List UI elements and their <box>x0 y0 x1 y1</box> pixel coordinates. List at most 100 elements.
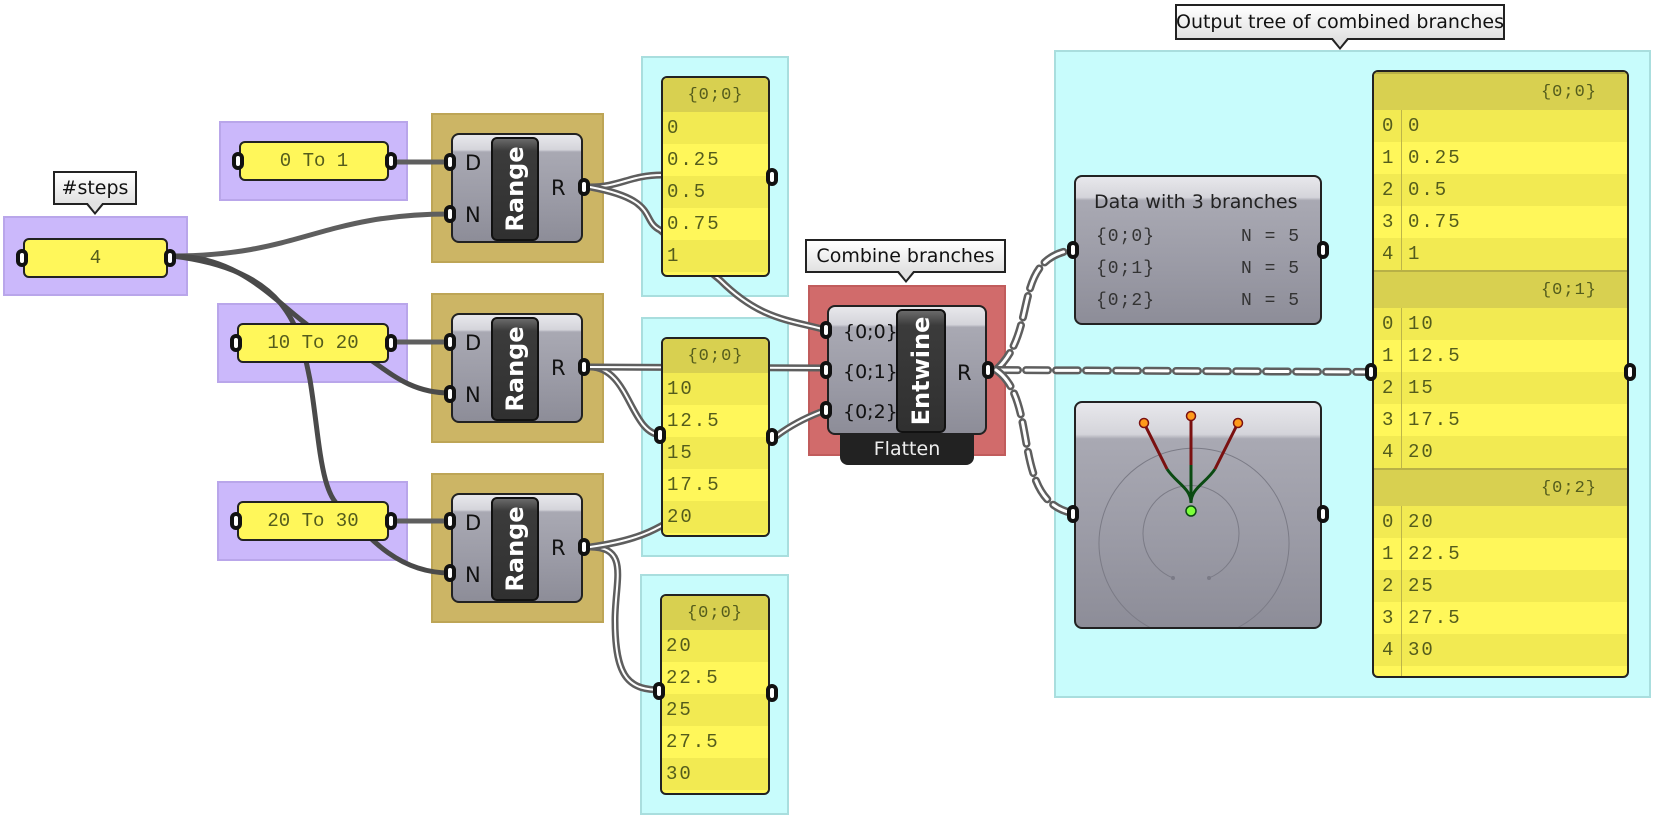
wire-range1-to-panel1 <box>586 171 666 191</box>
entwine-component[interactable]: {0;0} {0;1} {0;2} Entwine R <box>827 305 987 435</box>
range3-panel[interactable]: {0;0} 20 22.5 25 27.5 30 <box>660 594 770 795</box>
range1-component[interactable]: D N Range R <box>451 133 583 243</box>
entwine-grip-2[interactable] <box>820 401 832 419</box>
domain1-output-grip[interactable] <box>385 152 397 170</box>
range2-panel[interactable]: {0;0} 10 12.5 15 17.5 20 <box>661 337 770 537</box>
range2-output-r: R <box>551 356 566 380</box>
entwine-nickname: Entwine <box>896 309 946 433</box>
range1-nickname: Range <box>491 137 539 241</box>
panel2-output-grip[interactable] <box>766 428 778 446</box>
panel-row: 12.5 <box>667 410 721 432</box>
range2-input-n: N <box>465 383 481 407</box>
panel-row: 30 <box>662 758 768 790</box>
output-tree-callout-text: Output tree of combined branches <box>1175 11 1505 33</box>
range1-grip-r[interactable] <box>578 178 590 196</box>
range1-panel[interactable]: {0;0} 0 0.25 0.5 0.75 1 <box>661 76 770 277</box>
panel-row: 0.25 <box>667 149 721 171</box>
range3-nickname: Range <box>491 497 539 601</box>
tree-stems <box>1142 416 1240 504</box>
flatten-text: Flatten <box>873 438 941 460</box>
param-viewer-branch: {0;0}N = 5 <box>1096 227 1300 247</box>
range1-input-d: D <box>465 151 482 175</box>
flatten-flag: Flatten <box>840 433 974 465</box>
entwine-input-1: {0;1} <box>843 361 898 383</box>
panel-header: {0;0} <box>663 78 768 112</box>
tree-leaf <box>1232 417 1244 429</box>
panel-row: 27.5 <box>666 731 720 753</box>
branch-header: {0;0} <box>1374 72 1627 110</box>
steps-callout: #steps <box>53 171 137 215</box>
param-viewer[interactable]: Data with 3 branches {0;0}N = 5 {0;1}N =… <box>1074 175 1322 325</box>
panel-header: {0;0} <box>662 596 768 630</box>
domain3-input-grip[interactable] <box>230 512 242 530</box>
panel2-input-grip[interactable] <box>654 426 666 444</box>
panel-row: 17.5 <box>667 474 721 496</box>
range1-grip-d[interactable] <box>444 153 456 171</box>
domain2-input-grip[interactable] <box>230 334 242 352</box>
panel3-output-grip[interactable] <box>766 684 778 702</box>
param-viewer-branch: {0;1}N = 5 <box>1096 259 1300 279</box>
steps-slider[interactable]: 4 <box>23 238 168 278</box>
domain1-input-grip[interactable] <box>232 152 244 170</box>
domain2-output-grip[interactable] <box>385 334 397 352</box>
param-viewer-output-grip[interactable] <box>1317 241 1329 259</box>
wire-entwine-to-tree-viewer <box>992 366 1076 517</box>
domain1-value: 0 To 1 <box>279 150 349 172</box>
panel3-input-grip[interactable] <box>653 682 665 700</box>
steps-input-grip[interactable] <box>16 249 28 267</box>
range1-grip-n[interactable] <box>444 205 456 223</box>
entwine-grip-r[interactable] <box>982 361 994 379</box>
range3-input-n: N <box>465 563 481 587</box>
range2-input-d: D <box>465 331 482 355</box>
wire-range2-to-panel2 <box>586 363 666 439</box>
domain1-slider[interactable]: 0 To 1 <box>239 141 389 181</box>
domain2-slider[interactable]: 10 To 20 <box>237 323 389 363</box>
output-panel-input-grip[interactable] <box>1365 363 1377 381</box>
output-panel-output-grip[interactable] <box>1624 363 1636 381</box>
range2-grip-n[interactable] <box>444 385 456 403</box>
range3-component[interactable]: D N Range R <box>451 493 583 603</box>
entwine-grip-1[interactable] <box>820 361 832 379</box>
range3-grip-r[interactable] <box>578 538 590 556</box>
panel-row: 1 <box>663 240 768 272</box>
output-tree-callout: Output tree of combined branches <box>1175 4 1505 50</box>
entwine-grip-0[interactable] <box>820 321 832 339</box>
panel-row: 0.75 <box>667 213 721 235</box>
tree-viewer-output-grip[interactable] <box>1317 505 1329 523</box>
tree-viewer[interactable] <box>1074 401 1322 629</box>
domain3-slider[interactable]: 20 To 30 <box>237 501 389 541</box>
wire-steps-to-range1 <box>169 211 453 259</box>
tree-leaf <box>1185 410 1197 422</box>
param-viewer-title: Data with 3 branches <box>1094 191 1298 213</box>
steps-output-grip[interactable] <box>164 249 176 267</box>
range2-grip-r[interactable] <box>578 358 590 376</box>
tree-viewer-input-grip[interactable] <box>1067 505 1079 523</box>
panel-header: {0;0} <box>663 339 768 373</box>
domain3-output-grip[interactable] <box>385 512 397 530</box>
range3-grip-d[interactable] <box>444 512 456 530</box>
range3-grip-n[interactable] <box>444 564 456 582</box>
domain2-value: 10 To 20 <box>267 332 359 354</box>
tree-diagram <box>1098 410 1290 627</box>
steps-callout-text: #steps <box>61 177 129 199</box>
range2-grip-d[interactable] <box>444 333 456 351</box>
param-viewer-input-grip[interactable] <box>1067 241 1079 259</box>
panel1-output-grip[interactable] <box>766 168 778 186</box>
range2-component[interactable]: D N Range R <box>451 313 583 423</box>
tree-leaf <box>1138 417 1150 429</box>
panel-row: 22.5 <box>666 667 720 689</box>
wire-steps-to-range3 <box>169 253 453 576</box>
panel-row: 0 <box>663 112 768 144</box>
